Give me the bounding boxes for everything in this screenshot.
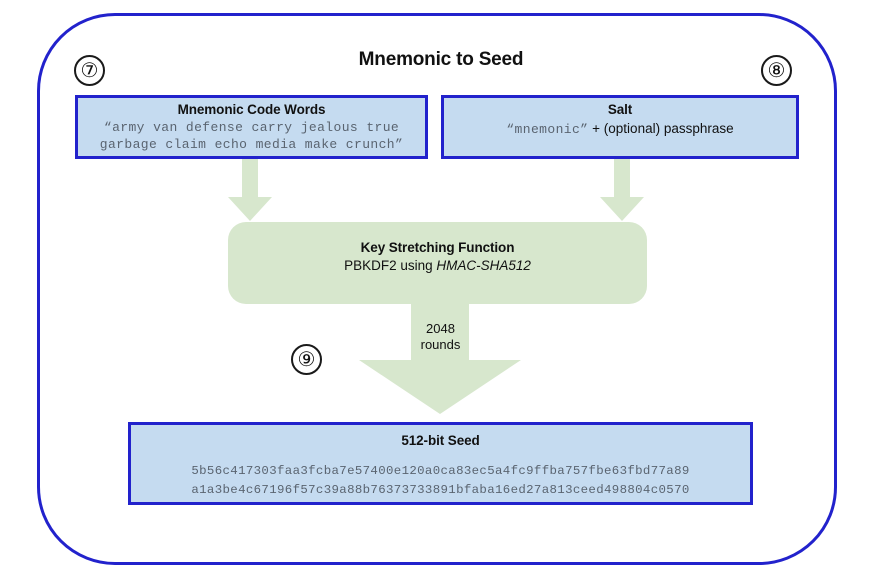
salt-plus-sign: + xyxy=(592,121,601,136)
salt-box-value: “mnemonic” + (optional) passphrase xyxy=(444,121,796,137)
down-arrow-icon-rounds xyxy=(355,304,525,416)
mnemonic-code-words-box: Mnemonic Code Words “army van defense ca… xyxy=(75,95,428,159)
diagram-outer-frame xyxy=(37,13,837,565)
key-stretching-algorithm: HMAC-SHA512 xyxy=(436,258,531,273)
key-stretching-function-box: Key Stretching Function PBKDF2 using HMA… xyxy=(228,222,647,304)
step-number-8: ⑧ xyxy=(761,55,792,86)
diagram-title: Mnemonic to Seed xyxy=(358,49,524,70)
seed-hex-value: 5b56c417303faa3fcba7e57400e120a0ca83ec5a… xyxy=(191,464,690,497)
salt-box-heading: Salt xyxy=(607,102,633,117)
mnemonic-box-value: “army van defense carry jealous true gar… xyxy=(99,120,404,152)
salt-passphrase-text: (optional) passphrase xyxy=(603,121,734,136)
seed-box: 512-bit Seed 5b56c417303faa3fcba7e57400e… xyxy=(128,422,753,505)
down-arrow-icon-mnemonic xyxy=(226,159,274,223)
key-stretching-subtitle: PBKDF2 using HMAC-SHA512 xyxy=(228,258,647,273)
rounds-label: 2048 rounds xyxy=(420,321,461,352)
salt-box: Salt “mnemonic” + (optional) passphrase xyxy=(441,95,799,159)
step-number-7: ⑦ xyxy=(74,55,105,86)
salt-quoted-literal: “mnemonic” xyxy=(506,122,589,137)
down-arrow-icon-salt xyxy=(598,159,646,223)
step-number-9: ⑨ xyxy=(291,344,322,375)
key-stretching-heading: Key Stretching Function xyxy=(360,240,515,255)
mnemonic-box-heading: Mnemonic Code Words xyxy=(177,102,326,117)
seed-box-heading: 512-bit Seed xyxy=(401,433,480,448)
key-stretching-prefix: PBKDF2 using xyxy=(344,258,437,273)
